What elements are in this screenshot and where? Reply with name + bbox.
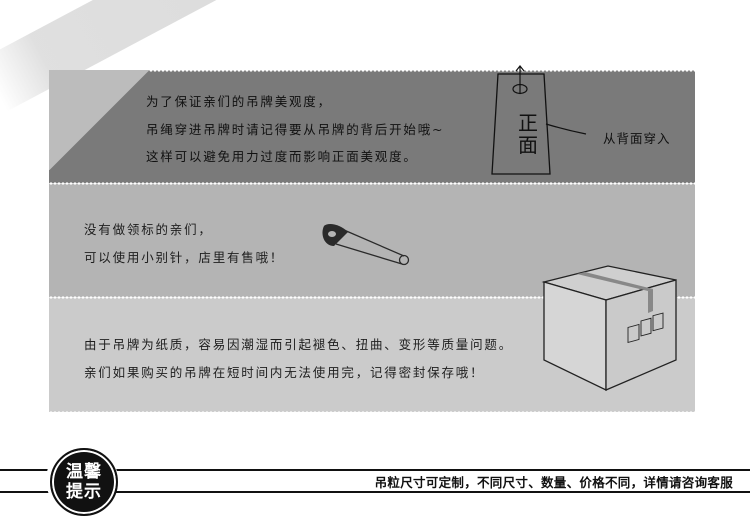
footer-divider-bottom: [0, 491, 750, 493]
tag-front-label: 面: [518, 133, 538, 157]
badge-line: 提示: [66, 482, 102, 502]
tip-text-line: 这样可以避免用力过度而影响正面美观度。: [146, 149, 418, 164]
cardboard-box-icon: [541, 265, 677, 392]
tag-threading-tip-band: 为了保证亲们的吊牌美观度， 吊绳穿进吊牌时请记得要从吊牌的背后开始哦~ 这样可以…: [49, 70, 695, 183]
footer-divider-top: [0, 469, 750, 471]
tip-text-line: 吊绳穿进吊牌时请记得要从吊牌的背后开始哦~: [146, 122, 445, 137]
safety-pin-icon: [322, 224, 410, 266]
tip-text-line: 可以使用小别针，店里有售哦！: [84, 250, 285, 265]
tag-callout-label: 从背面穿入: [603, 131, 671, 146]
tip-text-line: 没有做领标的亲们，: [84, 222, 213, 237]
decorative-fold: [49, 70, 149, 170]
hang-tag-diagram-icon: [491, 65, 587, 175]
badge-line: 温馨: [66, 462, 102, 482]
tag-front-label: 正: [518, 111, 538, 135]
tip-text-line: 亲们如果购买的吊牌在短时间内无法使用完，记得密封保存哦！: [84, 365, 485, 380]
tip-text-line: 由于吊牌为纸质，容易因潮湿而引起褪色、扭曲、变形等质量问题。: [84, 337, 514, 352]
warm-tip-badge: 温馨 提示: [50, 448, 118, 516]
tip-text-line: 为了保证亲们的吊牌美观度，: [146, 94, 332, 109]
custom-size-note: 吊粒尺寸可定制，不同尺寸、数量、价格不同，详情请咨询客服: [374, 475, 733, 490]
